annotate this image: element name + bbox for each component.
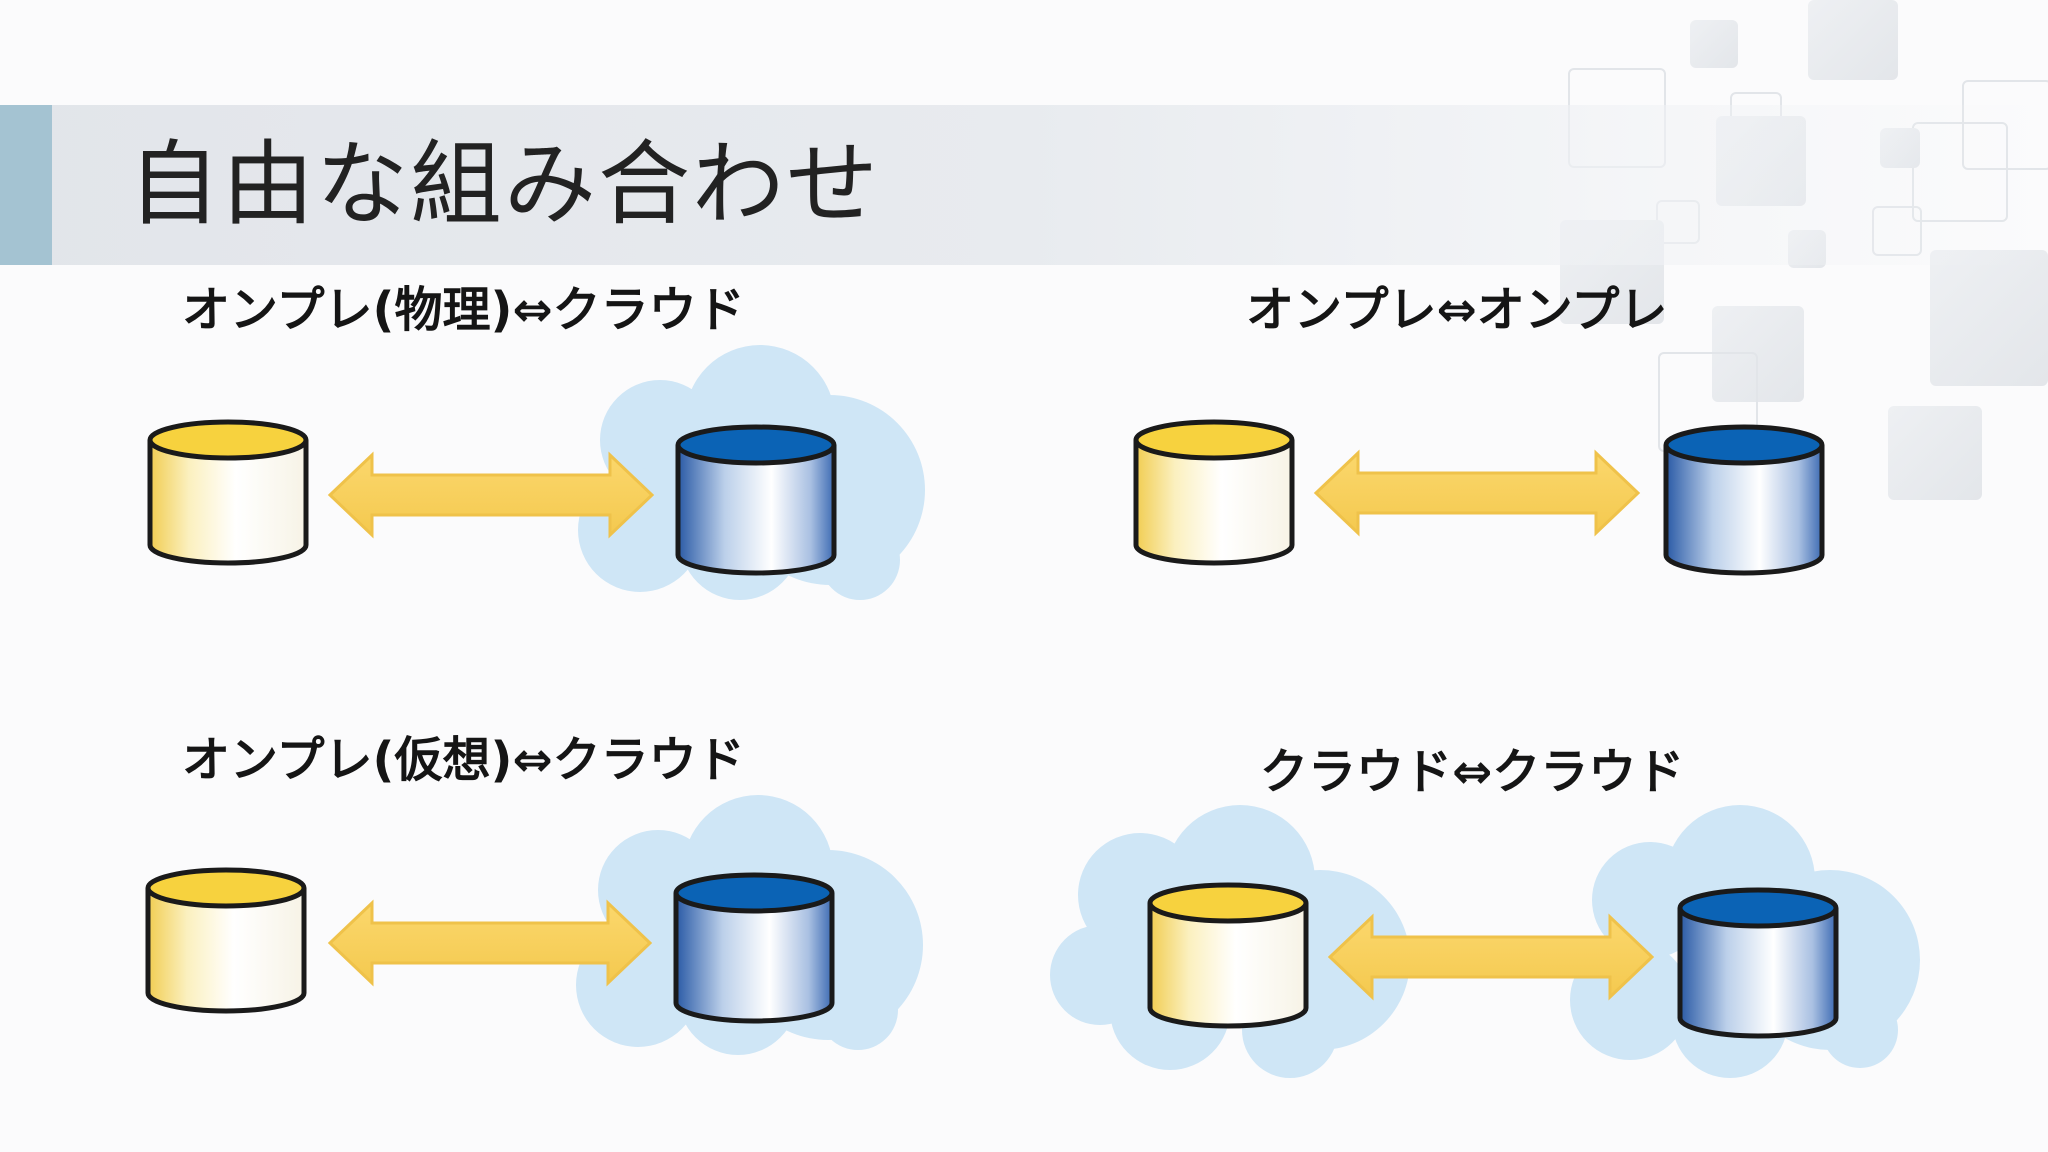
onprem-database-icon: [147, 419, 309, 566]
diagram-cloud-cloud: [1050, 805, 1920, 1078]
cloud-database-icon-yellow: [1147, 882, 1309, 1029]
diagram-physical-cloud: [147, 345, 925, 600]
page-title: 自由な組み合わせ: [128, 131, 881, 238]
diagram-label-cloud-cloud: クラウド⇔クラウド: [1260, 744, 1685, 800]
cloud-database-icon: [673, 872, 835, 1024]
arrow-bidirectional: [327, 899, 653, 987]
decorative-square: [1808, 0, 1898, 80]
decorative-square: [1888, 406, 1982, 500]
decorative-square: [1690, 20, 1738, 68]
onprem-database-icon: [145, 867, 307, 1014]
decorative-square: [1930, 250, 2048, 386]
arrow-bidirectional: [1327, 913, 1655, 1001]
diagram-virtual-cloud: [145, 795, 923, 1055]
diagram-label-virtual-cloud: オンプレ(仮想)⇔クラウド: [182, 732, 745, 788]
diagram-label-physical-cloud: オンプレ(物理)⇔クラウド: [182, 282, 745, 338]
diagram-label-onprem-onprem: オンプレ⇔オンプレ: [1246, 282, 1668, 338]
cloud-database-icon: [1677, 887, 1839, 1039]
decorative-square: [1712, 306, 1804, 402]
cloud-database-icon: [675, 424, 837, 576]
diagram-onprem-onprem: [1133, 419, 1825, 576]
onprem-database-icon-blue: [1663, 424, 1825, 576]
arrow-bidirectional: [1313, 449, 1641, 537]
title-band: [0, 105, 2048, 265]
title-accent-bar: [0, 105, 52, 265]
onprem-database-icon: [1133, 419, 1295, 566]
arrow-bidirectional: [327, 451, 655, 539]
